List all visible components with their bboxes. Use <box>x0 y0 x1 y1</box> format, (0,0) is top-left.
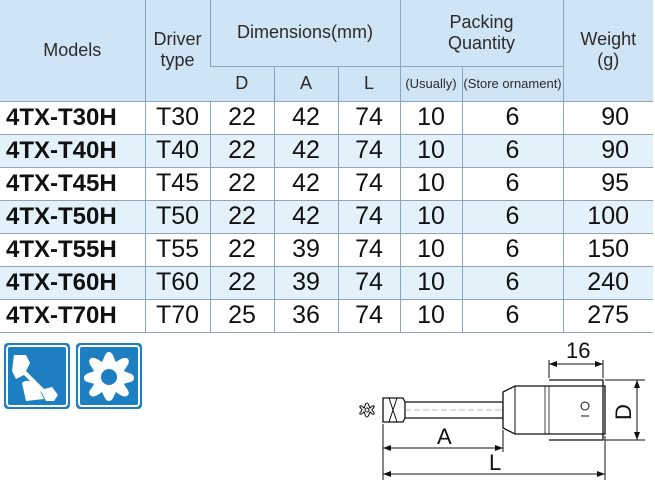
cell-weight: 275 <box>562 299 654 333</box>
cell-store: 6 <box>461 266 564 300</box>
cell-type: T55 <box>144 233 210 267</box>
weight-line2: (g) <box>597 50 620 71</box>
cell-type: T45 <box>144 167 210 201</box>
cell-a: 42 <box>273 167 338 201</box>
dimension-l-label: L <box>489 450 501 475</box>
col-header-l: L <box>337 66 400 102</box>
cell-store: 6 <box>461 101 564 135</box>
cell-store: 6 <box>461 167 564 201</box>
cell-usually: 10 <box>399 134 462 168</box>
table-row: 4TX-T70H T70 25 36 74 10 6 275 <box>0 299 654 333</box>
cell-d: 22 <box>209 167 274 201</box>
cell-model: 4TX-T30H <box>0 101 145 135</box>
cell-type: T70 <box>144 299 210 333</box>
col-header-usually: (Usually) <box>399 66 462 102</box>
cell-d: 22 <box>209 266 274 300</box>
cell-a: 42 <box>273 101 338 135</box>
col-header-driver-type: Driver type <box>144 0 210 102</box>
cell-l: 74 <box>337 200 400 234</box>
torx-tip-symbol <box>359 402 375 418</box>
cell-usually: 10 <box>399 101 462 135</box>
cell-store: 6 <box>461 233 564 267</box>
cell-weight: 95 <box>562 167 654 201</box>
cell-l: 74 <box>337 299 400 333</box>
cell-d: 22 <box>209 101 274 135</box>
cell-d: 22 <box>209 233 274 267</box>
cell-l: 74 <box>337 233 400 267</box>
cell-l: 74 <box>337 101 400 135</box>
wrench-hand-icon <box>4 343 70 409</box>
cell-usually: 10 <box>399 266 462 300</box>
cell-a: 39 <box>273 266 338 300</box>
cell-usually: 10 <box>399 299 462 333</box>
col-header-models: Models <box>0 0 145 102</box>
table-row: 4TX-T45H T45 22 42 74 10 6 95 <box>0 167 654 201</box>
cell-model: 4TX-T45H <box>0 167 145 201</box>
col-header-dimensions: Dimensions(mm) <box>209 0 400 67</box>
cell-usually: 10 <box>399 200 462 234</box>
cell-usually: 10 <box>399 233 462 267</box>
cell-a: 42 <box>273 200 338 234</box>
driver-type-line2: type <box>160 50 195 71</box>
dimension-a-label: A <box>437 424 452 449</box>
col-header-d: D <box>210 66 274 102</box>
col-header-store: (Store ornament) <box>461 66 564 102</box>
cell-a: 36 <box>273 299 338 333</box>
cell-weight: 100 <box>562 200 654 234</box>
driver-type-line1: Driver <box>153 29 202 50</box>
cell-store: 6 <box>461 134 564 168</box>
cell-type: T30 <box>144 101 210 135</box>
table-row: 4TX-T60H T60 22 39 74 10 6 240 <box>0 266 654 300</box>
col-header-weight: Weight (g) <box>562 0 654 102</box>
cell-weight: 90 <box>562 101 654 135</box>
cell-l: 74 <box>337 266 400 300</box>
cell-type: T50 <box>144 200 210 234</box>
weight-line1: Weight <box>580 29 637 50</box>
cell-store: 6 <box>461 299 564 333</box>
table-row: 4TX-T55H T55 22 39 74 10 6 150 <box>0 233 654 267</box>
table-row: 4TX-T50H T50 22 42 74 10 6 100 <box>0 200 654 234</box>
cell-weight: 150 <box>562 233 654 267</box>
packing-line1: Packing <box>449 11 514 32</box>
cell-l: 74 <box>337 167 400 201</box>
cell-d: 22 <box>209 200 274 234</box>
cell-model: 4TX-T55H <box>0 233 145 267</box>
table-row: 4TX-T30H T30 22 42 74 10 6 90 <box>0 101 654 135</box>
cell-type: T40 <box>144 134 210 168</box>
cell-model: 4TX-T60H <box>0 266 145 300</box>
col-header-packing: Packing Quantity <box>399 0 564 67</box>
table-row: 4TX-T40H T40 22 42 74 10 6 90 <box>0 134 654 168</box>
cell-store: 6 <box>461 200 564 234</box>
torx-icon <box>76 343 142 409</box>
cell-usually: 10 <box>399 167 462 201</box>
cell-weight: 240 <box>562 266 654 300</box>
cell-a: 42 <box>273 134 338 168</box>
cell-d: 25 <box>209 299 274 333</box>
technical-drawing: 16 D A L <box>359 340 645 480</box>
spec-table: Models Driver type Dimensions(mm) Packin… <box>0 0 654 333</box>
col-header-a: A <box>273 66 338 102</box>
cell-l: 74 <box>337 134 400 168</box>
cell-a: 39 <box>273 233 338 267</box>
cell-type: T60 <box>144 266 210 300</box>
cell-model: 4TX-T40H <box>0 134 145 168</box>
cell-weight: 90 <box>562 134 654 168</box>
packing-line2: Quantity <box>447 32 516 53</box>
cell-d: 22 <box>209 134 274 168</box>
cell-model: 4TX-T50H <box>0 200 145 234</box>
dimension-d-label: D <box>611 404 636 420</box>
dimension-16-label: 16 <box>566 340 590 363</box>
cell-model: 4TX-T70H <box>0 299 145 333</box>
